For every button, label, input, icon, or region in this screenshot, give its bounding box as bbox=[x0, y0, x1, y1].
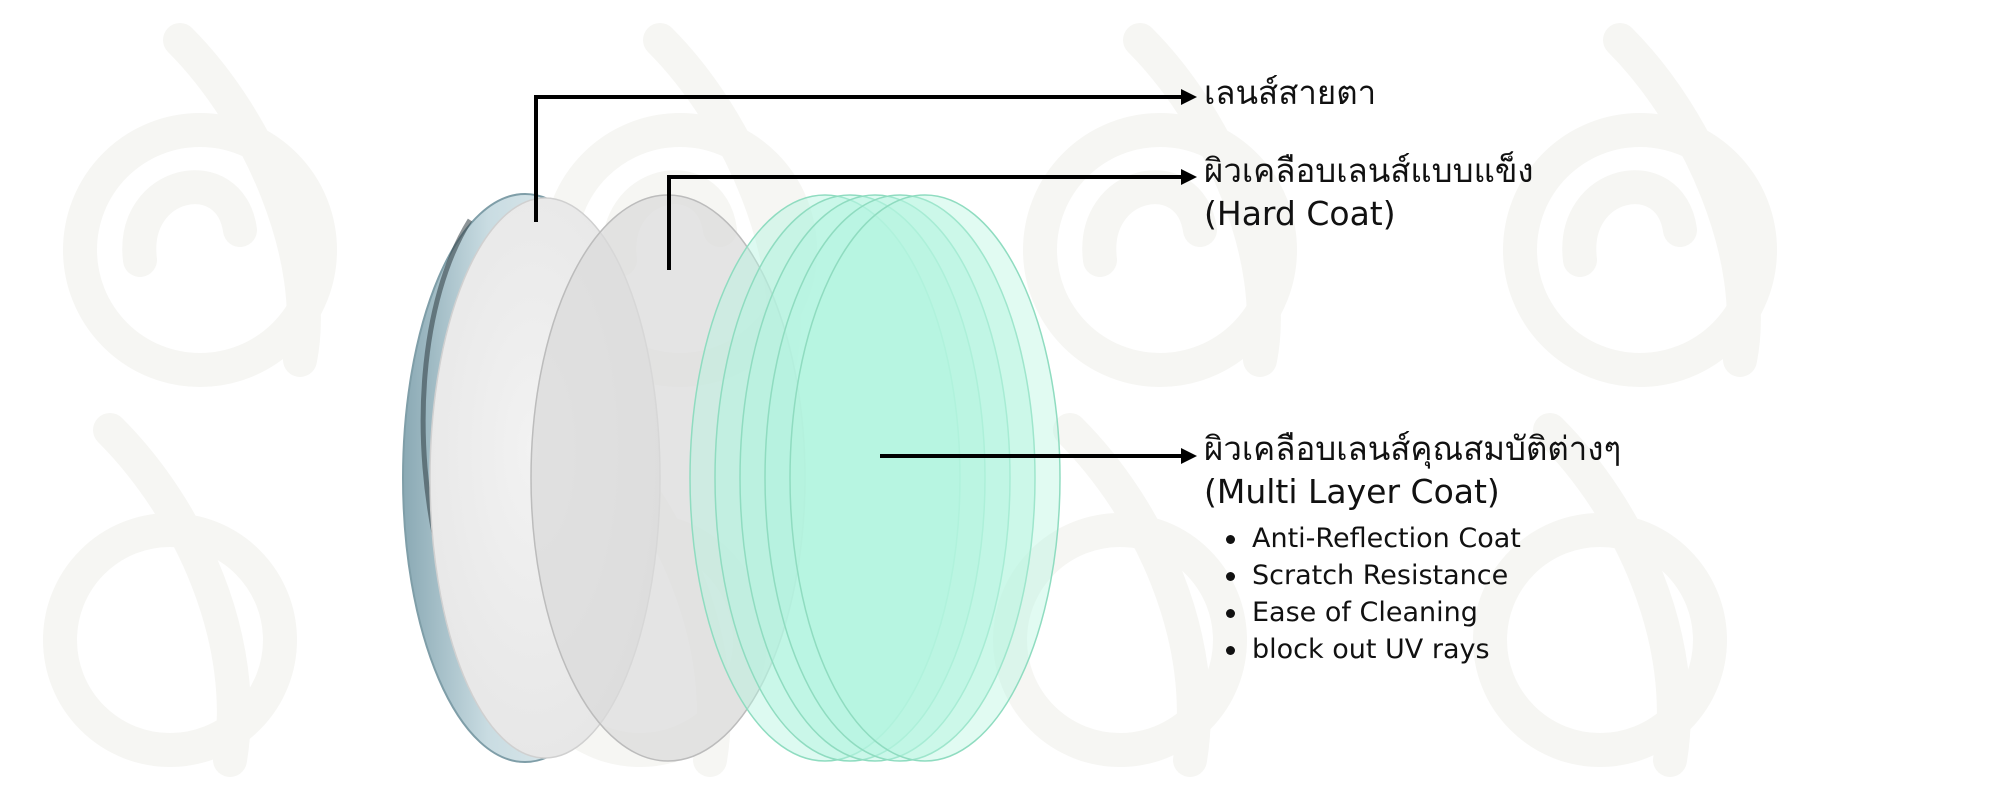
feature-text: Ease of Cleaning bbox=[1252, 596, 1478, 628]
multi-coat-label-subtitle: (Multi Layer Coat) bbox=[1204, 471, 1500, 511]
feature-item: Ease of Cleaning bbox=[1226, 594, 1621, 631]
feature-item: block out UV rays bbox=[1226, 631, 1621, 668]
bullet-icon bbox=[1226, 645, 1235, 655]
multi-coat-feature-list: Anti-Reflection Coat Scratch Resistance … bbox=[1204, 520, 1621, 668]
watermark-motif bbox=[1023, 23, 1297, 387]
hard-coat-label: ผิวเคลือบเลนส์แบบแข็ง (Hard Coat) bbox=[1204, 150, 1534, 236]
arrow-head-multi-coat bbox=[1181, 448, 1197, 464]
arrow-head-hard-coat bbox=[1181, 169, 1197, 185]
multi-coat-label: ผิวเคลือบเลนส์คุณสมบัติต่างๆ (Multi Laye… bbox=[1204, 428, 1621, 668]
feature-text: block out UV rays bbox=[1252, 633, 1490, 665]
multi-coat-label-title: ผิวเคลือบเลนส์คุณสมบัติต่างๆ bbox=[1204, 429, 1622, 468]
hard-coat-label-title: ผิวเคลือบเลนส์แบบแข็ง bbox=[1204, 151, 1534, 190]
watermark-motif bbox=[63, 23, 337, 387]
leader-line-hard-coat bbox=[667, 175, 1183, 270]
lens-label-title: เลนส์สายตา bbox=[1204, 73, 1377, 112]
hard-coat-label-subtitle: (Hard Coat) bbox=[1204, 193, 1396, 233]
multi-coat-sheet bbox=[789, 194, 1061, 762]
arrow-head-lens bbox=[1181, 89, 1197, 105]
lens-label: เลนส์สายตา bbox=[1204, 72, 1376, 115]
multi-coat-layers bbox=[689, 194, 1061, 762]
leader-line-lens bbox=[534, 95, 1183, 222]
multi-coat-sheet bbox=[764, 194, 1036, 762]
bullet-icon bbox=[1226, 534, 1235, 544]
feature-item: Anti-Reflection Coat bbox=[1226, 520, 1621, 557]
watermark-motif bbox=[1503, 23, 1777, 387]
bullet-icon bbox=[1226, 608, 1235, 618]
bullet-icon bbox=[1226, 571, 1235, 581]
watermark-motif bbox=[43, 413, 297, 777]
feature-item: Scratch Resistance bbox=[1226, 557, 1621, 594]
feature-text: Anti-Reflection Coat bbox=[1252, 522, 1521, 554]
feature-text: Scratch Resistance bbox=[1252, 559, 1509, 591]
watermark-motif bbox=[1473, 413, 1727, 777]
